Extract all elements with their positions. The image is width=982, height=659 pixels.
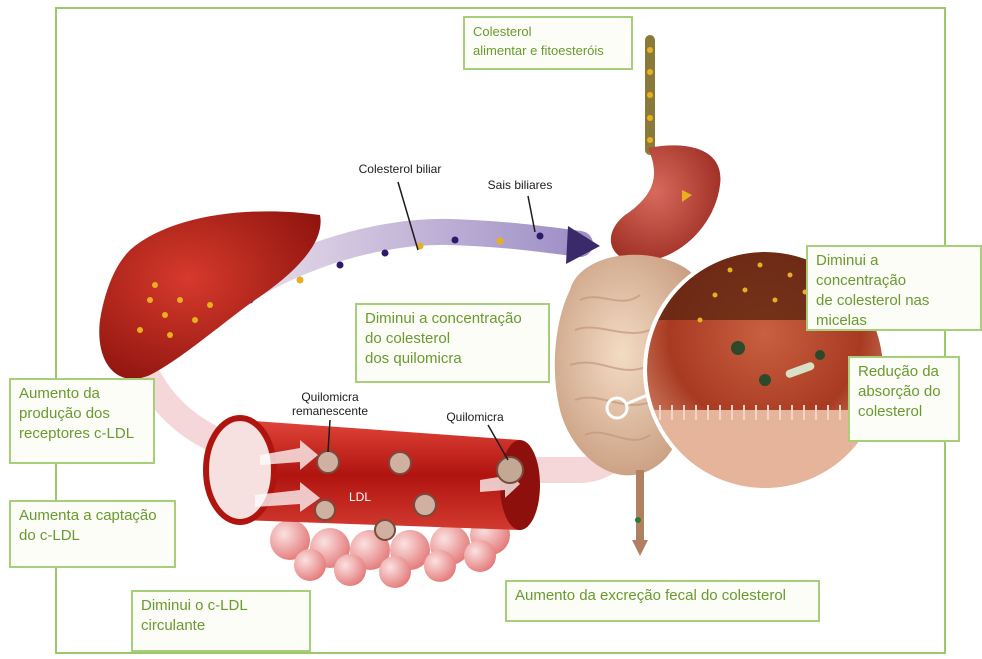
receptor-production-box: Aumento da produção dos receptores c-LDL xyxy=(9,378,155,464)
chylomicron-label: Quilomicra xyxy=(420,410,530,424)
fecal-excretion-box: Aumento da excreção fecal do colesterol xyxy=(505,580,820,622)
stomach-illustration xyxy=(611,145,721,262)
circulating-ldl-box: Diminui o c-LDL circulante xyxy=(131,590,311,652)
liver-illustration xyxy=(99,211,320,379)
bile-salts-label: Sais biliares xyxy=(470,178,570,192)
biliary-cholesterol-label: Colesterol biliar xyxy=(330,162,470,176)
dietary-cholesterol-box: Colesterol alimentar e fitoesteróis xyxy=(463,16,633,70)
micelle-concentration-box: Diminui a concentração de colesterol nas… xyxy=(806,245,982,331)
absorption-reduction-box: Redução da absorção do colesterol xyxy=(848,356,960,442)
excretion-particle xyxy=(635,517,641,523)
chylomicron-concentration-box: Diminui a concentração do colesterol dos… xyxy=(355,303,550,383)
chylomicron-remnant-label: Quilomicra remanescente xyxy=(270,390,390,418)
excretion-arrowhead xyxy=(632,540,648,556)
ldl-label: LDL xyxy=(330,490,390,504)
ldl-uptake-box: Aumenta a captação do c-LDL xyxy=(9,500,176,568)
